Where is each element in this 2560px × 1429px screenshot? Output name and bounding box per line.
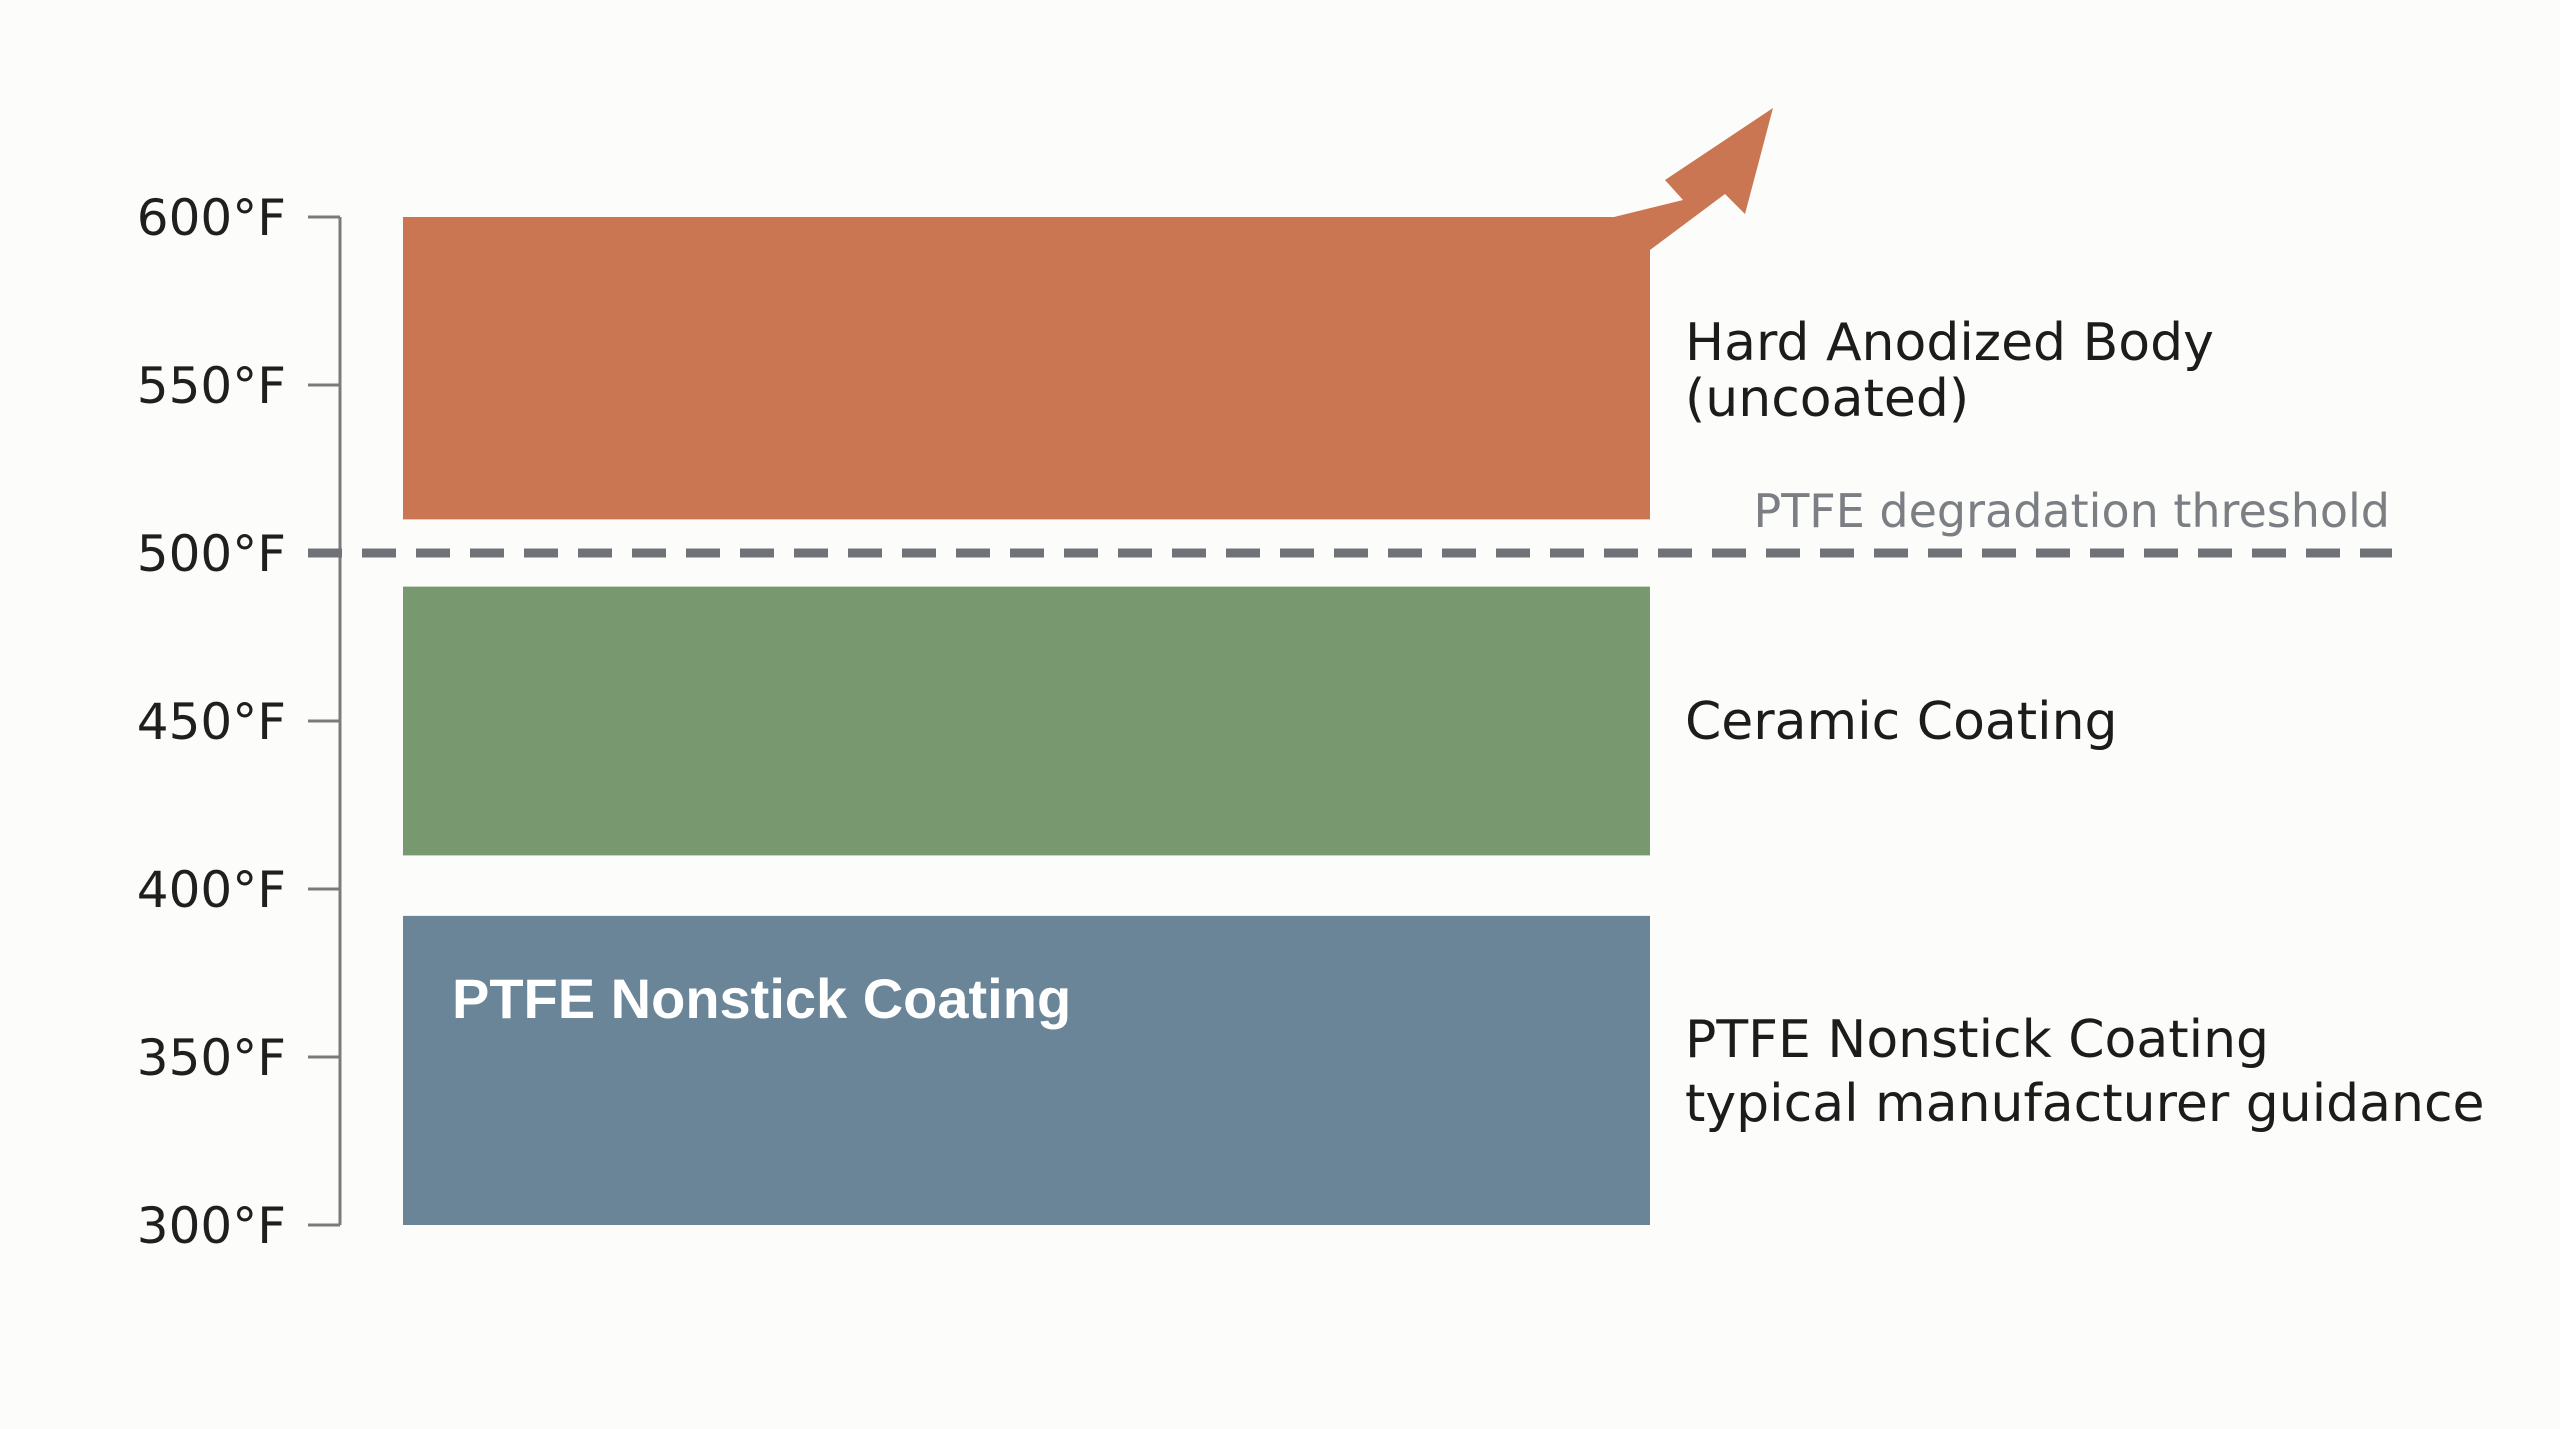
y-tick-label: 550°F [137,357,286,415]
band-ptfe-bar [403,915,1650,1225]
band-ceramic-bar [403,586,1650,856]
y-tick-label: 300°F [137,1197,286,1255]
band-ptfe-label-line: PTFE Nonstick Coating [1685,1010,2269,1070]
y-tick-label: 400°F [137,861,286,919]
y-tick-label: 500°F [137,525,286,583]
band-hard-anodized-bar [403,108,1773,520]
threshold-label: PTFE degradation threshold [1753,484,2390,538]
y-tick-label: 600°F [137,189,286,247]
band-ptfe-label-line: typical manufacturer guidance [1685,1074,2485,1134]
y-tick-label: 450°F [137,693,286,751]
band-hard-anodized-label-line: (uncoated) [1685,369,1969,429]
band-ceramic-label-line: Ceramic Coating [1685,692,2118,752]
band-ptfe-inner-label: PTFE Nonstick Coating [452,967,1071,1030]
band-hard-anodized-label-line: Hard Anodized Body [1685,313,2214,373]
y-tick-label: 350°F [137,1029,286,1087]
